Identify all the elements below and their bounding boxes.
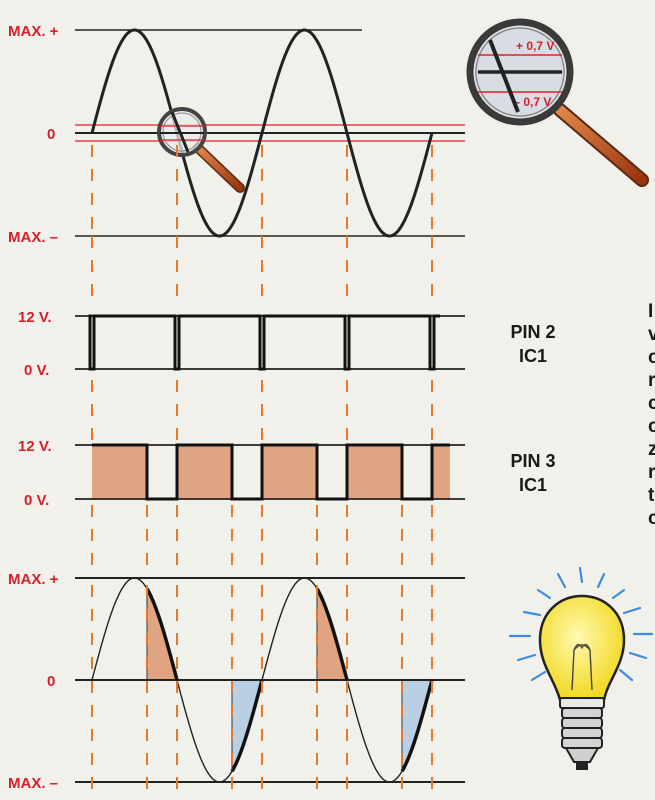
pin3-high-fill (262, 445, 317, 499)
small-magnifier-icon (157, 107, 245, 193)
clipped-text-letter: c (648, 347, 655, 368)
v0-label-pin2: 0 V. (24, 362, 49, 379)
clipped-text-letter: r (648, 370, 655, 391)
v12-label-pin3: 12 V. (18, 438, 52, 455)
max-minus-label-2: MAX. – (8, 775, 58, 792)
timing-guide-lines (91, 145, 433, 795)
clipped-text-letter: r (648, 462, 655, 483)
zero-label-2: 0 (47, 673, 55, 690)
clipped-text-letter: c (648, 393, 655, 414)
pin3-high-fills (92, 445, 450, 499)
max-plus-label-1: MAX. + (8, 23, 59, 40)
pin3-high-fill (177, 445, 232, 499)
clipped-text-letter: I (648, 301, 654, 322)
pin3-high-fill (347, 445, 402, 499)
light-bulb-icon (508, 566, 654, 770)
pin2-label-line1: PIN 2 (510, 322, 555, 342)
pin3-label-line1: PIN 3 (510, 451, 555, 471)
pin3-label-line2: IC1 (519, 475, 547, 495)
large-magnifier-icon: + 0,7 V - 0,7 V (466, 18, 649, 187)
max-minus-label-1: MAX. – (8, 229, 58, 246)
conduction-stroke (315, 587, 349, 681)
zero-label-1: 0 (47, 126, 55, 143)
conduction-stroke (145, 587, 179, 681)
plus-threshold-label: + 0,7 V (516, 39, 554, 53)
v0-label-pin3: 0 V. (24, 492, 49, 509)
clipped-text-letter: c (648, 416, 655, 437)
clipped-text-letter: c (648, 508, 655, 529)
clipped-text-letter: t (648, 485, 655, 506)
pin2-label-line2: IC1 (519, 346, 547, 366)
minus-threshold-label: - 0,7 V (516, 95, 551, 109)
clipped-text-letter: v (648, 324, 655, 345)
pin3-high-fill (92, 445, 147, 499)
conduction-stroke (400, 679, 434, 773)
conduction-stroke (230, 679, 264, 773)
clipped-text-letter: z (648, 439, 655, 460)
v12-label-pin2: 12 V. (18, 309, 52, 326)
pin3-waveform (92, 443, 450, 501)
pin2-waveform (88, 314, 440, 371)
pin3-high-fill (432, 445, 450, 499)
max-plus-label-2: MAX. + (8, 571, 59, 588)
conduction-fills (147, 588, 432, 772)
sine-wave-1 (90, 28, 434, 238)
